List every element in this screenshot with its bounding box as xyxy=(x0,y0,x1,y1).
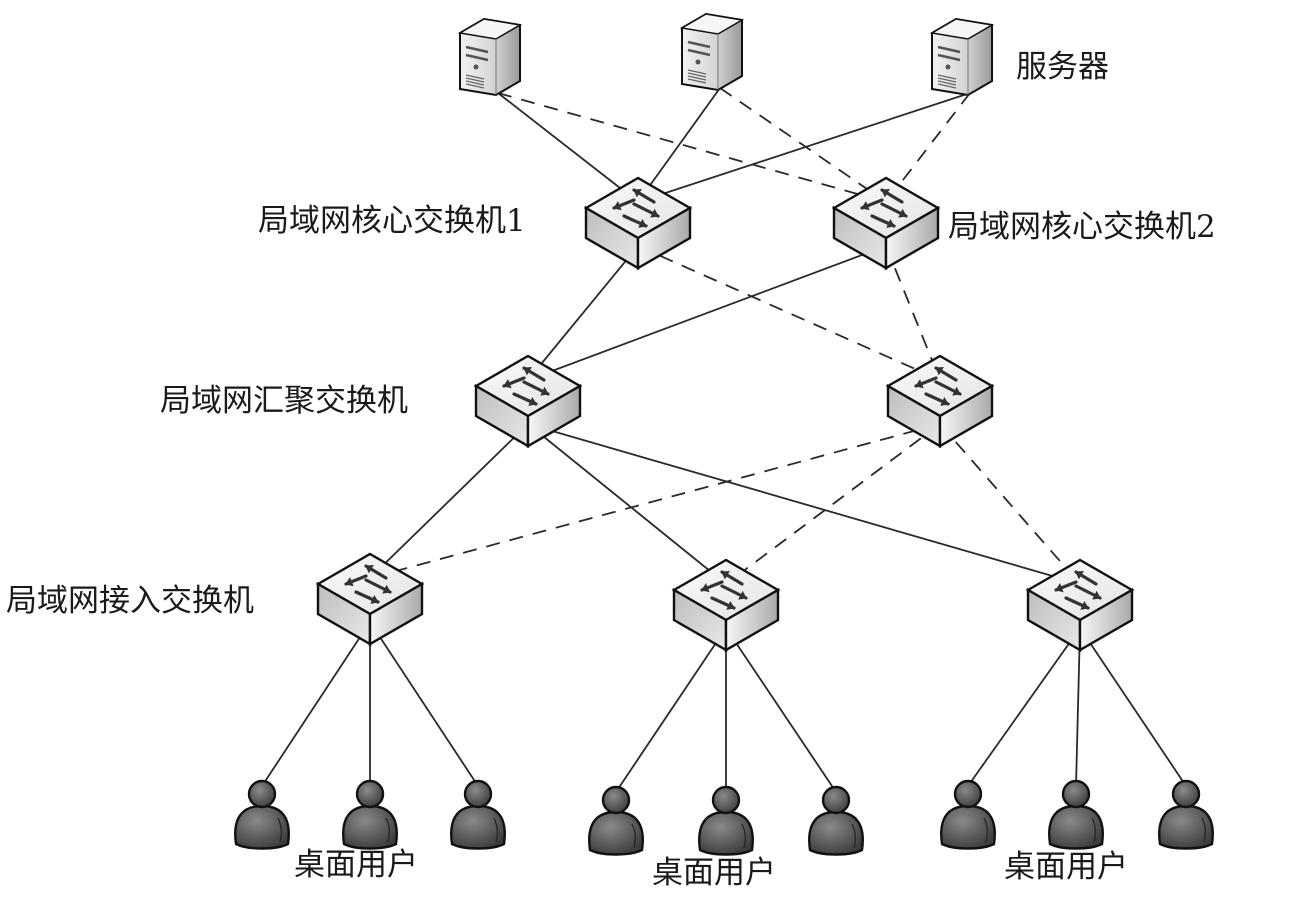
nodes-layer xyxy=(234,12,1214,856)
switch-arrows-icon xyxy=(612,188,660,228)
user-icon-u1 xyxy=(234,779,290,850)
edge-server1-core1-solid xyxy=(497,92,639,203)
switch-arrows-icon xyxy=(914,366,962,406)
user-icon-u8 xyxy=(1048,779,1104,850)
switch-icon-core2 xyxy=(831,176,941,271)
switch-arrows-icon xyxy=(1054,570,1102,610)
edge-acc1-u3-solid xyxy=(369,621,479,787)
label-desktop-users-3: 桌面用户 xyxy=(1004,849,1128,885)
edge-acc3-u7-solid xyxy=(967,627,1081,787)
switch-icon-agg1 xyxy=(473,354,583,449)
switch-arrows-icon xyxy=(700,570,748,610)
server-front-panel xyxy=(465,45,489,89)
user-icon-u9 xyxy=(1158,779,1214,850)
user-icon-u6 xyxy=(808,785,864,856)
edge-agg1-acc3-solid xyxy=(527,423,1081,585)
user-icon-u2 xyxy=(342,779,398,850)
edge-core2-agg1-solid xyxy=(527,245,887,381)
edge-agg2-acc3-dashed xyxy=(939,423,1081,585)
edge-core1-agg1-solid xyxy=(527,245,639,381)
switch-icon-agg2 xyxy=(885,354,995,449)
switch-arrows-icon xyxy=(860,188,908,228)
edge-agg1-acc2-solid xyxy=(527,423,727,585)
edge-server2-core2-dashed xyxy=(719,87,887,203)
label-core-switch-1: 局域网核心交换机1 xyxy=(258,203,526,239)
label-servers: 服务器 xyxy=(1016,49,1109,85)
server-front-panel xyxy=(687,40,711,84)
user-icon-u7 xyxy=(940,779,996,850)
label-core-switch-2: 局域网核心交换机2 xyxy=(948,209,1216,245)
edge-acc3-u8-solid xyxy=(1075,627,1081,787)
edge-server2-core1-solid xyxy=(637,87,721,203)
edge-agg2-acc1-dashed xyxy=(369,423,941,579)
label-access-switch: 局域网接入交换机 xyxy=(6,583,254,619)
server-icon-server2 xyxy=(679,12,745,92)
switch-arrows-icon xyxy=(502,366,550,406)
label-aggregation-switch: 局域网汇聚交换机 xyxy=(160,383,408,419)
server-front-panel xyxy=(937,45,961,89)
switch-icon-core1 xyxy=(583,176,693,271)
label-desktop-users-2: 桌面用户 xyxy=(652,855,776,891)
user-icon-u3 xyxy=(450,779,506,850)
user-icon-u5 xyxy=(698,785,754,856)
edge-server3-core1-solid xyxy=(637,92,971,203)
switch-icon-acc2 xyxy=(671,558,781,653)
user-icon-u4 xyxy=(588,785,644,856)
edge-acc1-u1-solid xyxy=(261,621,371,787)
edge-core2-agg2-dashed xyxy=(885,245,941,381)
server-icon-server1 xyxy=(457,17,523,97)
edge-acc2-u4-solid xyxy=(615,627,727,793)
switch-icon-acc3 xyxy=(1025,558,1135,653)
edge-agg2-acc2-dashed xyxy=(725,423,941,585)
edge-server1-core2-dashed xyxy=(497,92,887,203)
edge-core1-agg2-dashed xyxy=(637,245,941,381)
switch-arrows-icon xyxy=(344,564,392,604)
server-icon-server3 xyxy=(929,17,995,97)
edges-layer xyxy=(261,87,1187,793)
label-desktop-users-1: 桌面用户 xyxy=(294,847,418,883)
edge-acc3-u9-solid xyxy=(1079,627,1187,787)
edge-agg1-acc1-solid xyxy=(369,423,529,579)
switch-icon-acc1 xyxy=(315,552,425,647)
edge-acc2-u6-solid xyxy=(725,627,837,793)
